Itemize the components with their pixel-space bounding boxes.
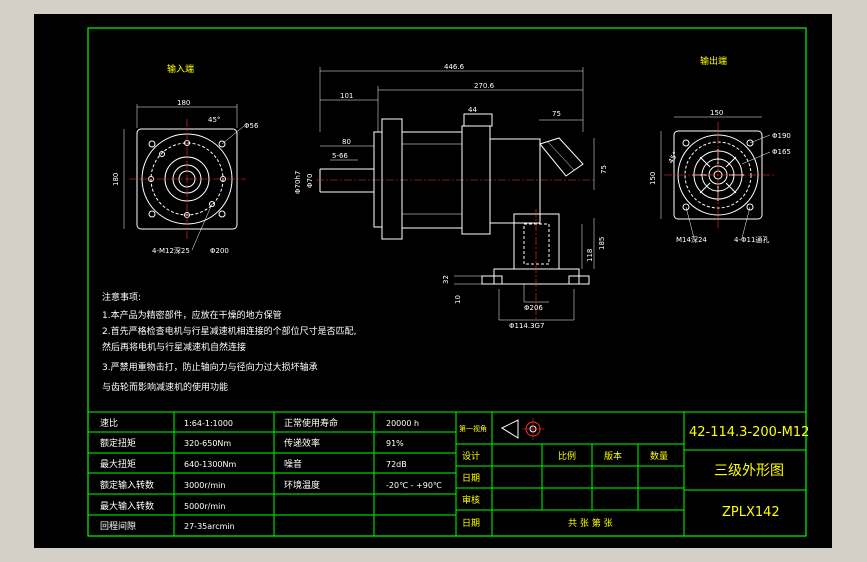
notes-line3: 然后再将电机与行星减速机自然连接 — [102, 341, 246, 353]
spec-cell-label2: 环境温度 — [284, 479, 320, 491]
output-end-view: 输出端 150 150 Φ190 Φ165 45° M14深24 4-Φ11通孔 — [649, 55, 791, 244]
input-bolt-dim: Φ56 — [244, 122, 259, 130]
notes: 注意事项: 1.本产品为精密部件，应放在干燥的地方保管 2.首先严格检查电机与行… — [102, 291, 356, 393]
total-length-dim: 446.6 — [444, 63, 465, 71]
notes-line4: 3.严禁用重物击打，防止轴向力与径向力过大损坏轴承 — [102, 361, 318, 373]
spec-cell-value2: -20℃ - +90℃ — [386, 481, 442, 490]
output-d1-dim: Φ190 — [772, 132, 791, 140]
spec-cell-label1: 最大扭矩 — [100, 458, 136, 470]
output-holes-b-dim: 4-Φ11通孔 — [734, 235, 769, 244]
date2-label: 日期 — [462, 518, 480, 529]
left-length-dim: 101 — [340, 92, 353, 100]
drawing-canvas: 输入端 180 180 Φ56 45° 4-M12深25 Φ200 — [34, 14, 832, 548]
h118-dim: 118 — [586, 249, 594, 262]
spec-cell-value2: 20000 h — [386, 419, 419, 428]
notes-heading: 注意事项: — [102, 291, 141, 303]
output-holes-a-dim: M14深24 — [676, 235, 707, 244]
spec-cell-value2: 72dB — [386, 460, 407, 469]
shaft-length-dim: 80 — [342, 138, 351, 146]
h32-dim: 32 — [442, 275, 450, 284]
spec-cell-value1: 3000r/min — [184, 481, 225, 490]
model-number: ZPLX142 — [722, 505, 780, 520]
input-width-dim: 180 — [177, 99, 190, 107]
input-end-title: 输入端 — [167, 63, 194, 75]
bore2-dim: Φ70 — [306, 174, 314, 188]
part-number: 42-114.3-200-M12 — [689, 425, 809, 440]
key-width-dim: 44 — [468, 106, 477, 114]
right-75b-dim: 75 — [600, 165, 608, 174]
spec-cell-value1: 27-35arcmin — [184, 522, 235, 531]
version-label: 版本 — [604, 450, 622, 462]
scale-label: 比例 — [558, 450, 576, 462]
sheets-label: 共 张 第 张 — [568, 517, 613, 529]
bore-dim: Φ70h7 — [294, 171, 302, 194]
side-view: 446.6 270.6 101 44 75 80 5-66 Φ70h7 Φ70 … — [294, 63, 608, 330]
spec-cell-value2: 91% — [386, 439, 404, 448]
motor-length-dim: 270.6 — [474, 82, 495, 90]
first-angle-projection-icon — [500, 418, 544, 440]
output-d2-dim: Φ165 — [772, 148, 791, 156]
spec-cell-value1: 640-1300Nm — [184, 460, 237, 469]
output-end-title: 输出端 — [700, 55, 727, 67]
spec-cell-label2: 正常使用寿命 — [284, 417, 338, 429]
h10-dim: 10 — [454, 295, 462, 304]
spec-cell-value1: 320-650Nm — [184, 439, 231, 448]
quantity-label: 数量 — [650, 450, 668, 462]
spec-cell-value1: 1:64-1:1000 — [184, 419, 233, 428]
spec-cell-label1: 回程间隙 — [100, 520, 136, 532]
date1-label: 日期 — [462, 473, 480, 484]
input-angle-dim: 45° — [208, 116, 220, 124]
spec-cell-label2: 传递效率 — [284, 437, 320, 449]
notes-line1: 1.本产品为精密部件，应放在干燥的地方保管 — [102, 309, 282, 321]
review-label: 审核 — [462, 494, 480, 506]
input-end-view: 输入端 180 180 Φ56 45° 4-M12深25 Φ200 — [112, 63, 259, 255]
design-label: 设计 — [462, 450, 480, 462]
spec-cell-label1: 最大输入转数 — [100, 500, 154, 512]
input-holes-dim: 4-M12深25 — [152, 246, 190, 255]
notes-line2: 2.首先严格检查电机与行星减速机相连接的个部位尺寸是否匹配, — [102, 325, 356, 337]
notes-line5: 与齿轮而影响减速机的使用功能 — [102, 381, 228, 393]
spec-cell-label2: 噪音 — [284, 458, 302, 470]
output-angle-dim: 45° — [667, 150, 680, 165]
input-pcd-dim: Φ200 — [210, 247, 229, 255]
spec-cell-label1: 速比 — [100, 417, 118, 429]
drawing-name: 三级外形图 — [714, 463, 784, 479]
title-block: 第一视角 设计 日期 审核 日期 比例 版本 数量 共 张 第 张 42-114… — [455, 411, 809, 537]
spec-cell-label1: 额定扭矩 — [100, 437, 136, 449]
cad-drawing: 输入端 180 180 Φ56 45° 4-M12深25 Φ200 — [87, 27, 809, 537]
flange-big-dim: Φ114.3G7 — [509, 322, 544, 330]
spec-table: 速比 1:64-1:1000 正常使用寿命 20000 h 额定扭矩 320-650Nm 传… — [87, 411, 457, 537]
output-height-dim: 150 — [649, 172, 657, 185]
spec-cell-label1: 额定输入转数 — [100, 479, 154, 491]
shaft-small-dim: 5-66 — [332, 152, 348, 160]
output-width-dim: 150 — [710, 109, 723, 117]
input-height-dim: 180 — [112, 173, 120, 186]
projection-label: 第一视角 — [459, 424, 487, 433]
flange-small-dim: Φ206 — [524, 304, 543, 312]
right-75-dim: 75 — [552, 110, 561, 118]
h185-dim: 185 — [598, 237, 606, 250]
spec-cell-value1: 5000r/min — [184, 502, 225, 511]
